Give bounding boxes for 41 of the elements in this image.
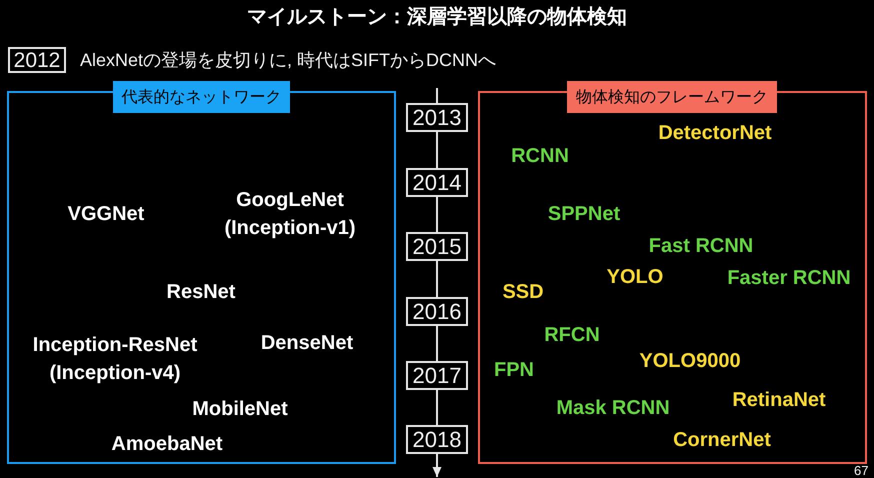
- timeline-line: [436, 261, 438, 297]
- model-name: Mask RCNN: [556, 396, 670, 421]
- panel-heading: 物体検知のフレームワーク: [567, 81, 777, 113]
- model-name: YOLO9000: [639, 349, 741, 374]
- year-box: 2014: [406, 168, 468, 197]
- timeline-line: [436, 390, 438, 425]
- model-name: Inception-ResNet (Inception-v4): [32, 333, 198, 386]
- slide-title: マイルストーン：深層学習以降の物体検知: [247, 5, 627, 30]
- description-text: AlexNetの登場を皮切りに, 時代はSIFTからDCNNへ: [80, 49, 496, 72]
- model-name: DenseNet: [260, 331, 354, 356]
- year-box: 2015: [406, 232, 468, 261]
- year-box: 2017: [406, 361, 468, 390]
- category-panel: [478, 81, 867, 464]
- model-name: Fast RCNN: [648, 234, 754, 259]
- year-box: 2013: [406, 103, 468, 132]
- timeline-line: [436, 88, 438, 103]
- model-name: AmoebaNet: [111, 432, 223, 457]
- model-name: RFCN: [544, 323, 600, 348]
- panel-heading: 代表的なネットワーク: [113, 81, 290, 113]
- year-box: 2016: [406, 297, 468, 326]
- timeline-line: [436, 326, 438, 361]
- model-name: MobileNet: [192, 397, 288, 422]
- year-box: 2012: [8, 47, 66, 73]
- model-name: DetectorNet: [658, 121, 772, 146]
- year-box: 2018: [406, 425, 468, 454]
- model-name: SSD: [502, 280, 544, 305]
- model-name: Faster RCNN: [727, 266, 851, 291]
- timeline-arrow: [432, 454, 442, 477]
- model-name: YOLO: [606, 265, 664, 290]
- model-name: ResNet: [166, 280, 236, 305]
- page-number: 67: [854, 464, 868, 478]
- timeline-line: [436, 132, 438, 168]
- model-name: FPN: [494, 358, 534, 383]
- model-name: SPPNet: [548, 202, 620, 227]
- model-name: VGGNet: [68, 202, 144, 227]
- model-name: RetinaNet: [732, 388, 826, 413]
- model-name: RCNN: [511, 144, 569, 169]
- category-panel: [7, 81, 396, 464]
- timeline-line: [436, 197, 438, 232]
- model-name: GoogLeNet (Inception-v1): [223, 188, 357, 241]
- model-name: CornerNet: [673, 428, 771, 453]
